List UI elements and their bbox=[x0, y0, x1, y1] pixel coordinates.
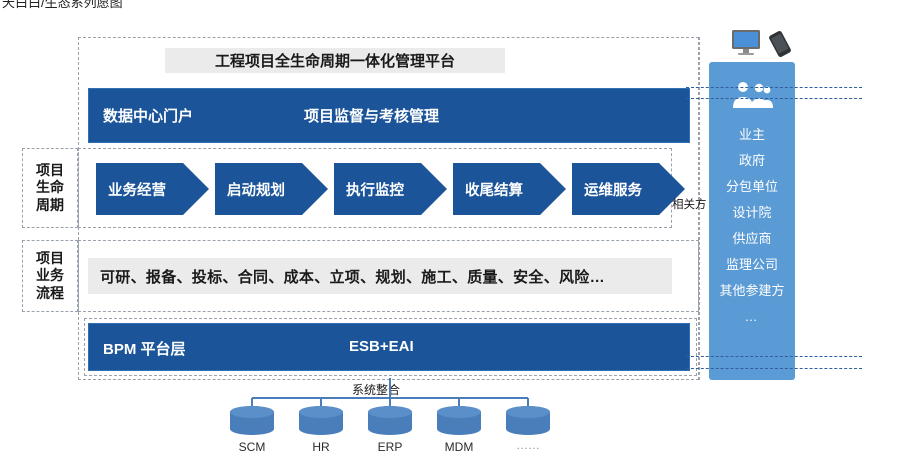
bpm-row bbox=[84, 318, 697, 376]
integration-database-group: SCM HR ERP MDM …… bbox=[220, 378, 560, 464]
lifecycle-stage-list: 业务经营 启动规划 执行监控 收尾结算 运维服务 bbox=[96, 163, 691, 215]
process-side-label-line-3: 流程 bbox=[36, 284, 64, 301]
top-caption: 天白白/生态系列愿图 bbox=[2, 0, 123, 10]
lifecycle-stage-label: 收尾结算 bbox=[465, 182, 523, 199]
database-label: SCM bbox=[238, 440, 266, 454]
process-side-label-line-1: 项目 bbox=[36, 249, 64, 266]
system-integration-label: 系统整合 bbox=[352, 383, 401, 397]
process-items-band: 可研、报备、投标、合同、成本、立项、规划、施工、质量、安全、风险… bbox=[88, 258, 672, 294]
lifecycle-stage[interactable]: 启动规划 bbox=[215, 163, 328, 215]
device-icons bbox=[732, 30, 791, 58]
portal-bar: 数据中心门户 项目监督与考核管理 bbox=[88, 88, 690, 143]
process-items-text: 可研、报备、投标、合同、成本、立项、规划、施工、质量、安全、风险… bbox=[100, 268, 605, 286]
lifecycle-stage[interactable]: 执行监控 bbox=[334, 163, 447, 215]
stakeholder-item[interactable]: 供应商 bbox=[732, 231, 772, 246]
stakeholders-panel: 业主 政府 分包单位 设计院 供应商 监理公司 其他参建方 … bbox=[709, 62, 795, 380]
stakeholder-item[interactable]: 监理公司 bbox=[725, 257, 778, 272]
desktop-monitor-icon bbox=[732, 30, 760, 55]
platform-title: 工程项目全生命周期一体化管理平台 bbox=[165, 48, 505, 73]
platform-right-edge bbox=[699, 37, 700, 380]
stakeholder-tag: 相关方 bbox=[672, 199, 707, 211]
process-side-label-line-2: 业务 bbox=[36, 267, 64, 284]
lifecycle-stage-label: 运维服务 bbox=[584, 182, 642, 199]
stakeholders-list: 业主 政府 分包单位 设计院 供应商 监理公司 其他参建方 … bbox=[709, 122, 795, 330]
database-label: ERP bbox=[377, 440, 403, 454]
lifecycle-side-label: 项目 生命 周期 bbox=[22, 148, 78, 228]
portal-left-label: 数据中心门户 bbox=[103, 108, 194, 125]
lifecycle-side-label-line-2: 生命 bbox=[36, 179, 64, 196]
people-group-icon bbox=[733, 82, 773, 108]
database-connector-lines bbox=[230, 378, 550, 435]
lifecycle-side-label-line-1: 项目 bbox=[36, 161, 64, 178]
process-row bbox=[78, 240, 699, 312]
platform-title-text: 工程项目全生命周期一体化管理平台 bbox=[214, 53, 455, 70]
lifecycle-side-label-line-3: 周期 bbox=[36, 196, 64, 213]
connector-dash-bottom-2 bbox=[686, 368, 862, 369]
stakeholder-item[interactable]: 分包单位 bbox=[725, 179, 778, 194]
database-label: MDM bbox=[444, 440, 474, 454]
lifecycle-stage-label: 执行监控 bbox=[346, 182, 404, 199]
lifecycle-stage-label: 业务经营 bbox=[108, 182, 166, 199]
database-label: HR bbox=[312, 440, 330, 454]
bpm-right-label: ESB+EAI bbox=[349, 338, 414, 355]
stakeholder-item-more: … bbox=[744, 309, 760, 324]
bpm-left-label: BPM 平台层 bbox=[103, 341, 186, 358]
stakeholder-item[interactable]: 业主 bbox=[738, 127, 765, 142]
lifecycle-stage-label: 启动规划 bbox=[227, 182, 285, 199]
connector-dash-bottom-1 bbox=[686, 356, 862, 357]
connector-dash-top-2 bbox=[686, 98, 862, 99]
database-label: …… bbox=[516, 438, 540, 452]
connector-dash-top-1 bbox=[686, 87, 862, 88]
stakeholder-item[interactable]: 其他参建方 bbox=[719, 283, 785, 298]
stakeholder-item[interactable]: 政府 bbox=[738, 153, 765, 168]
portal-right-label: 项目监督与考核管理 bbox=[304, 108, 440, 125]
process-side-label: 项目 业务 流程 bbox=[22, 240, 78, 312]
smartphone-icon bbox=[769, 30, 791, 58]
lifecycle-stage[interactable]: 收尾结算 bbox=[453, 163, 566, 215]
lifecycle-stage[interactable]: 业务经营 bbox=[96, 163, 209, 215]
stakeholder-item[interactable]: 设计院 bbox=[732, 205, 772, 220]
lifecycle-stage[interactable]: 运维服务 bbox=[572, 163, 685, 215]
bpm-bar: BPM 平台层 ESB+EAI bbox=[88, 323, 690, 371]
